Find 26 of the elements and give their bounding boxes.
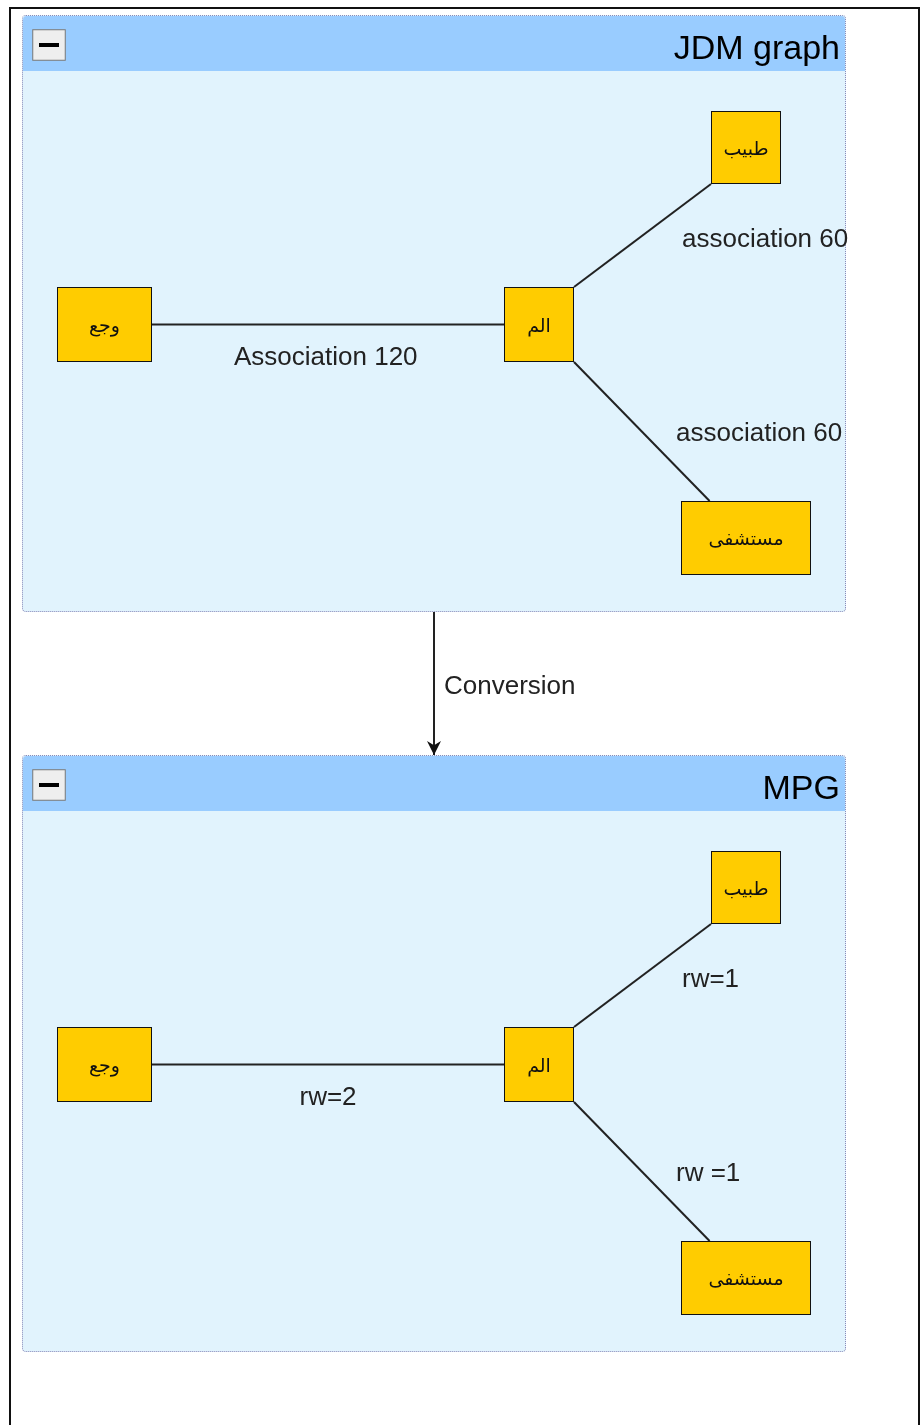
connector-line <box>573 923 712 1028</box>
edge-label: rw=1 <box>682 964 740 992</box>
edge-label: rw=2 <box>299 1082 357 1110</box>
connector-line <box>151 323 505 326</box>
term-box: طبيب <box>711 851 781 924</box>
term-box: طبيب <box>711 111 781 184</box>
term-box: مستشفى <box>681 1241 811 1315</box>
edge-label: Association 120 <box>234 342 418 370</box>
panel <box>22 15 846 612</box>
connector-line <box>151 1063 505 1066</box>
panel <box>22 755 846 1352</box>
term-box: وجع <box>57 287 152 362</box>
edge-label: rw =1 <box>676 1158 741 1186</box>
edge-label: Conversion <box>444 671 576 699</box>
panel-title: JDM graph <box>673 29 840 65</box>
edge-label: association 60 <box>682 224 849 252</box>
edge-label: association 60 <box>676 418 843 446</box>
arrow <box>427 611 441 756</box>
term-box: الم <box>504 287 574 362</box>
connector-line <box>573 1101 711 1242</box>
term-box: مستشفى <box>681 501 811 575</box>
term-box: الم <box>504 1027 574 1102</box>
term-box: وجع <box>57 1027 152 1102</box>
connector-line <box>573 361 711 502</box>
panel-title: MPG <box>762 769 840 805</box>
connector-line <box>573 183 712 288</box>
